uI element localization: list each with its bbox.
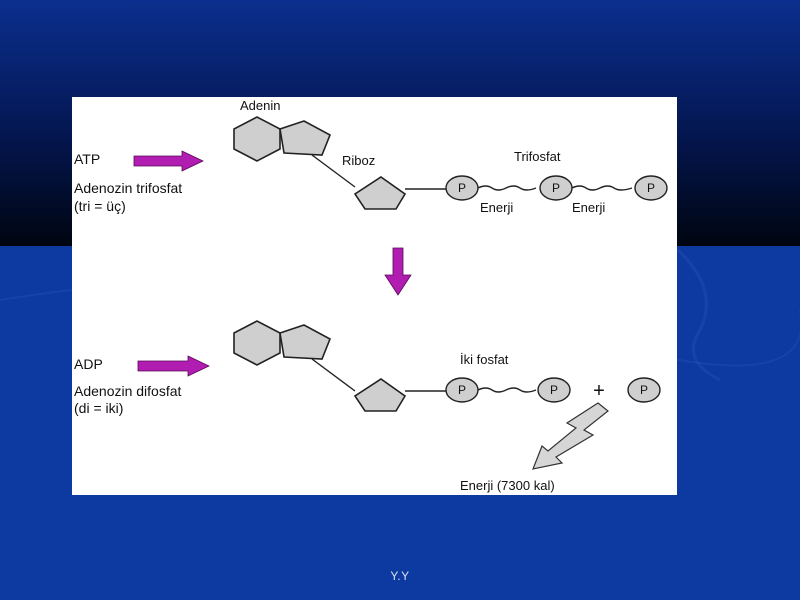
adp-molecule: P P + P — [233, 320, 661, 470]
released-phosphate-label: P — [640, 383, 648, 397]
background-swirl-right — [676, 248, 721, 382]
adp-full-name: Adenozin difosfat — [74, 383, 182, 399]
atp-full-name: Adenozin trifosfat — [74, 180, 182, 196]
adp-phosphate-2-circle — [537, 377, 571, 403]
atp-phosphate-2-label: P — [552, 181, 560, 195]
slide-footer: Y.Y — [390, 569, 410, 583]
atp-molecule: P P P — [233, 116, 668, 210]
two-phosphate-label: İki fosfat — [460, 352, 509, 367]
atp-phosphate-1-label: P — [458, 181, 466, 195]
adp-phosphate-1-label: P — [458, 383, 466, 397]
atp-phosphate-3-circle — [634, 175, 668, 201]
adp-adenine-hexagon — [233, 320, 281, 366]
atp-phosphate-3-label: P — [647, 181, 655, 195]
adp-phosphate-2: P — [537, 377, 571, 403]
atp-phosphate-2: P — [539, 175, 573, 201]
energy-lightning-arrow — [532, 402, 609, 470]
atp-phosphate-1: P — [445, 175, 479, 201]
atp-high-energy-bond-2 — [571, 185, 633, 191]
ribose-label: Riboz — [342, 153, 375, 168]
energy-label-2: Enerji — [572, 200, 605, 215]
atp-adp-diagram: P P P Adenin Riboz Trifosfat Enerji Ener… — [74, 98, 668, 493]
conversion-down-arrow — [384, 247, 412, 296]
atp-ribose-pentagon — [353, 176, 407, 210]
energy-label-1: Enerji — [480, 200, 513, 215]
atp-adenine-pentagon — [279, 120, 332, 156]
released-phosphate: P — [627, 377, 661, 403]
adp-phosphate-2-label: P — [550, 383, 558, 397]
adenine-label: Adenin — [240, 98, 280, 113]
atp-high-energy-bond-1 — [477, 185, 537, 191]
adp-phosphate-1: P — [445, 377, 479, 403]
atp-pointer-arrow — [133, 150, 204, 172]
diagram-panel: P P P Adenin Riboz Trifosfat Enerji Ener… — [72, 97, 677, 495]
plus-sign: + — [593, 380, 605, 402]
adp-ribose-pentagon — [353, 378, 407, 412]
atp-note: (tri = üç) — [74, 198, 126, 214]
triphosphate-label: Trifosfat — [514, 149, 561, 164]
atp-phosphate-3: P — [634, 175, 668, 201]
atp-adenine-hexagon — [233, 116, 281, 162]
adp-high-energy-bond — [477, 387, 537, 393]
adp-adenine-ribose-bond — [311, 358, 356, 392]
atp-name: ATP — [74, 151, 100, 167]
adp-name: ADP — [74, 356, 103, 372]
adp-pointer-arrow — [137, 355, 210, 377]
released-energy-label: Enerji (7300 kal) — [460, 478, 555, 493]
released-phosphate-circle — [627, 377, 661, 403]
adp-note: (di = iki) — [74, 400, 123, 416]
adp-adenine-pentagon — [279, 324, 332, 360]
atp-adenine-ribose-bond — [311, 154, 356, 188]
